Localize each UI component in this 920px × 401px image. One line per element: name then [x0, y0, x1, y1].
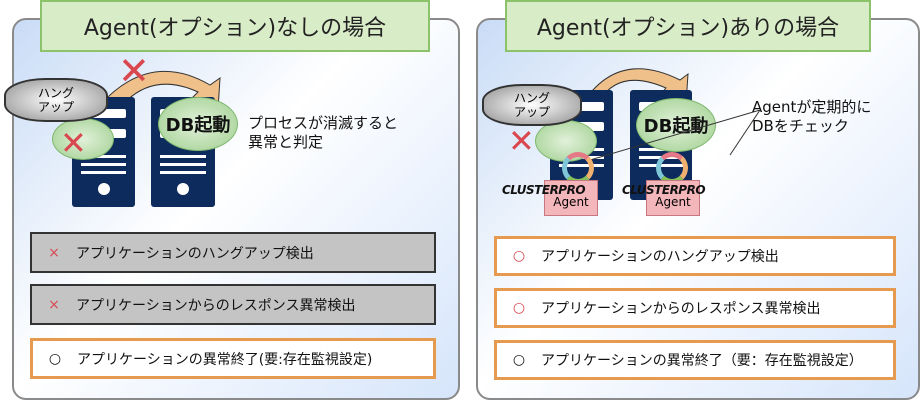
right-row-abnormal-exit: ○ アプリケーションの異常終了（要：存在監視設定） — [494, 340, 896, 380]
right-title: Agent(オプション)ありの場合 — [505, 0, 871, 52]
agent-badge: Agent — [544, 180, 598, 216]
note-line: 異常と判定 — [248, 133, 324, 151]
cross-mark: × — [48, 244, 60, 261]
circle-mark: ○ — [48, 350, 62, 367]
hang-up-cloud: ハング アップ — [4, 78, 108, 122]
note-line: プロセスが消滅すると — [248, 114, 399, 132]
circle-mark: ○ — [512, 300, 526, 316]
row-label: アプリケーションのハングアップ検出 — [76, 245, 314, 262]
left-row-response: × アプリケーションからのレスポンス異常検出 — [30, 284, 436, 325]
note-line: DBをチェック — [752, 117, 849, 135]
right-row-response: ○ アプリケーションからのレスポンス異常検出 — [494, 288, 896, 328]
left-note: プロセスが消滅すると異常と判定 — [248, 114, 398, 152]
cross-mark: × — [48, 296, 60, 313]
row-label: アプリケーションの異常終了(要:存在監視設定) — [77, 351, 373, 368]
db-start-bubble: DB起動 — [636, 98, 716, 152]
right-row-hangup: ○ アプリケーションのハングアップ検出 — [494, 236, 896, 276]
callout-lines — [590, 110, 761, 161]
app-bubble — [535, 120, 597, 162]
note-line: Agentが定期的に — [752, 98, 872, 116]
left-title: Agent(オプション)なしの場合 — [40, 0, 430, 52]
agent-badge: Agent — [646, 180, 700, 216]
row-label: アプリケーションの異常終了（要：存在監視設定） — [541, 353, 863, 369]
cross-icon: ✕ — [508, 122, 535, 160]
clusterpro-logo: CLUSTERPRO — [502, 183, 586, 197]
cross-icon: ✕ — [118, 49, 150, 93]
cross-icon: ✕ — [60, 124, 87, 162]
failover-arrow — [99, 70, 221, 111]
db-start-bubble: DB起動 — [158, 97, 238, 151]
clusterpro-logo: CLUSTERPRO — [622, 183, 706, 197]
left-row-abnormal-exit: ○ アプリケーションの異常終了(要:存在監視設定) — [30, 338, 436, 379]
circle-mark: ○ — [512, 352, 526, 368]
circle-mark: ○ — [512, 248, 526, 264]
row-label: アプリケーションのハングアップ検出 — [541, 249, 779, 265]
row-label: アプリケーションからのレスポンス異常検出 — [541, 301, 821, 317]
hang-up-cloud: ハング アップ — [482, 84, 582, 126]
left-row-hangup: × アプリケーションのハングアップ検出 — [30, 232, 436, 273]
row-label: アプリケーションからのレスポンス異常検出 — [76, 297, 356, 314]
